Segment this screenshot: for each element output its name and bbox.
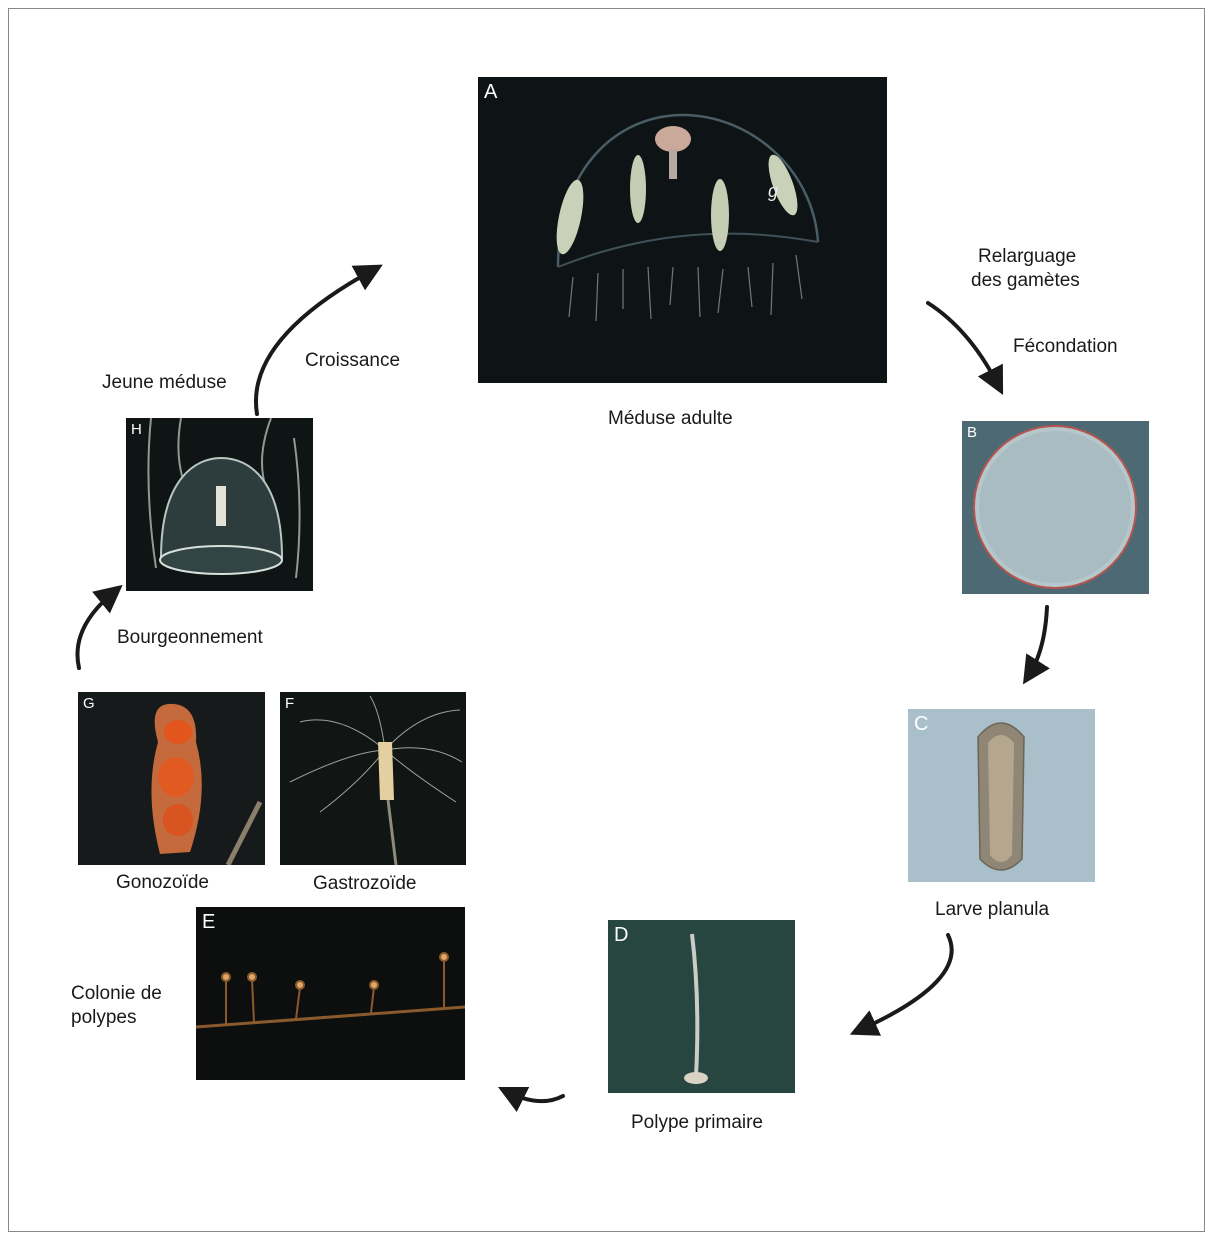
arrow-adult-to-egg (928, 303, 998, 385)
arrow-egg-to-planula (1029, 607, 1047, 675)
arrow-polyp-to-colony (508, 1092, 563, 1101)
arrow-colony-to-young-medusa (77, 592, 114, 668)
arrow-planula-to-polyp (860, 935, 952, 1030)
arrow-young-medusa-to-adult (256, 270, 373, 414)
